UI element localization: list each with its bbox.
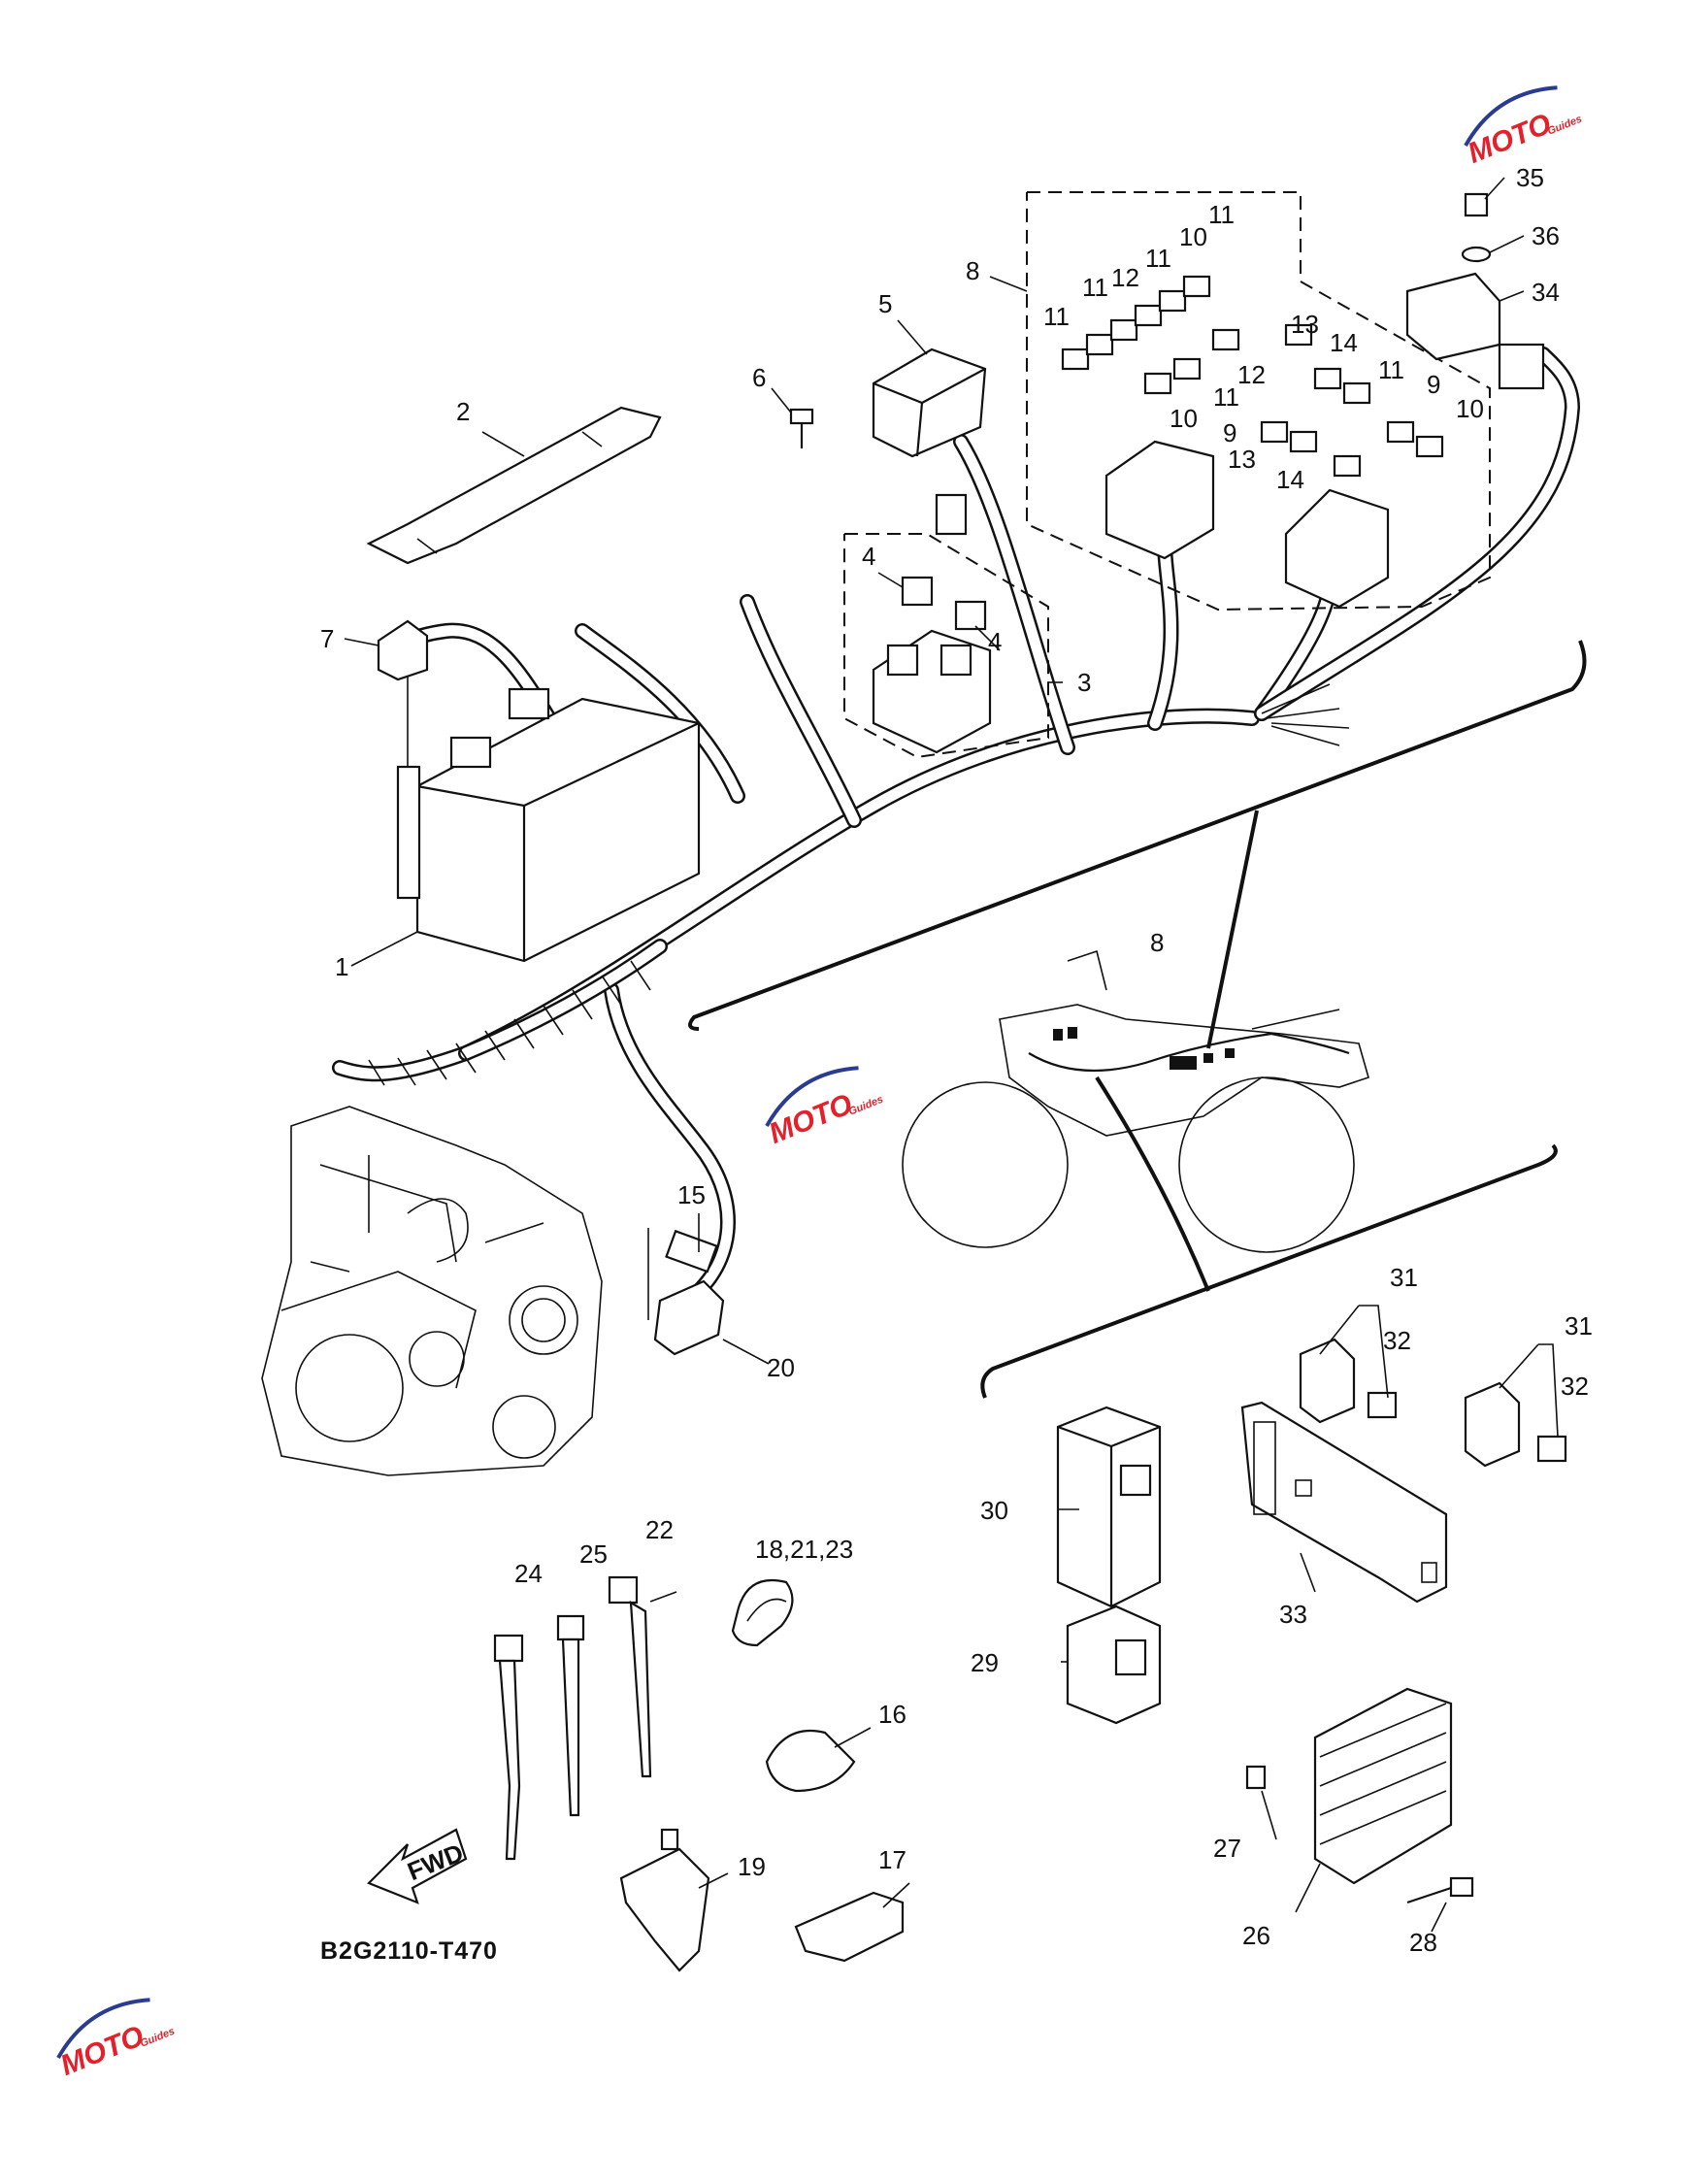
callout-30: 30: [980, 1496, 1008, 1525]
svg-text:MOTO: MOTO: [56, 2020, 148, 2082]
callout-34: 34: [1532, 278, 1560, 307]
marker-square: [1225, 1048, 1235, 1058]
callout-25: 25: [579, 1539, 608, 1569]
callout-32a: 32: [1383, 1326, 1411, 1355]
callout-12b: 12: [1237, 360, 1266, 389]
clamp-16: [765, 1729, 856, 1793]
rectifier-regulator-26: [1245, 1687, 1474, 1904]
wire-harness: [332, 347, 1581, 1299]
battery: [396, 641, 701, 963]
blade-fuses: [1061, 275, 1444, 478]
callout-17: 17: [878, 1845, 906, 1874]
callout-11d: 11: [1043, 302, 1070, 331]
marker-square: [1203, 1053, 1213, 1063]
callout-3: 3: [1077, 668, 1091, 697]
callout-31a: 31: [1390, 1263, 1418, 1292]
terminal-cap-7: [377, 619, 429, 681]
callout-14a: 14: [1330, 328, 1358, 357]
callout-27: 27: [1213, 1834, 1241, 1863]
callout-19: 19: [738, 1852, 766, 1881]
callout-11e: 11: [1213, 382, 1239, 412]
engine-sketch: [261, 1106, 603, 1476]
callout-11c: 11: [1082, 273, 1108, 302]
svg-text:MOTO: MOTO: [1464, 108, 1556, 170]
clamp-18-21-23: [731, 1578, 794, 1647]
callout-16: 16: [878, 1700, 906, 1729]
svg-text:Guides: Guides: [139, 2026, 177, 2050]
callout-22: 22: [645, 1515, 674, 1544]
callout-11a: 11: [1208, 200, 1235, 229]
cable-tie-22: [608, 1575, 652, 1778]
callout-24: 24: [514, 1559, 543, 1588]
callout-11b: 11: [1145, 244, 1171, 273]
watermark-middle: MOTO Guides: [765, 1066, 885, 1150]
callout-2: 2: [456, 397, 470, 426]
section-divider-bottom: [980, 1143, 1558, 1399]
battery-strap: [366, 406, 662, 565]
cable-tie-24: [493, 1634, 524, 1861]
relay-29: [1066, 1605, 1162, 1725]
watermark-top-right: MOTO Guides: [1464, 85, 1584, 170]
bolt-6: [789, 408, 814, 448]
callout-7: 7: [320, 624, 334, 653]
diagram-code: B2G2110-T470: [320, 1937, 498, 1965]
svg-text:Guides: Guides: [847, 1094, 885, 1118]
watermark-bottom-left: MOTO Guides: [56, 1998, 177, 2082]
cable-tie-25: [556, 1614, 585, 1817]
callout-10a: 10: [1179, 222, 1207, 251]
callout-4a: 4: [862, 542, 875, 571]
callout-13b: 13: [1228, 445, 1256, 474]
callout-15: 15: [677, 1180, 706, 1209]
callout-32b: 32: [1561, 1372, 1589, 1401]
leader-lines: [344, 177, 1559, 1933]
callout-5: 5: [878, 289, 892, 318]
callout-6: 6: [752, 363, 766, 392]
callout-18-21-23: 18,21,23: [755, 1535, 853, 1564]
callout-35: 35: [1516, 163, 1544, 192]
marker-square: [1170, 1056, 1197, 1070]
forward-arrow: FWD: [367, 1828, 468, 1904]
clamp-19: [619, 1828, 710, 1972]
callout-1: 1: [335, 952, 348, 981]
callouts: 1 2 3 4 4 5 6 7 8 8 9 9 10 10 10 11 11 1…: [320, 163, 1593, 1957]
callout-10b: 10: [1170, 404, 1198, 433]
callout-8a: 8: [966, 256, 979, 285]
sensor-20: [647, 1228, 725, 1356]
sensor-34: [1405, 192, 1545, 390]
callout-20: 20: [767, 1353, 795, 1382]
callout-36: 36: [1532, 221, 1560, 250]
callout-8b: 8: [1150, 928, 1164, 957]
marker-square: [1068, 1027, 1077, 1039]
section-divider-top: [688, 640, 1587, 1031]
starter-relay-group: [843, 533, 1049, 759]
callout-14b: 14: [1276, 465, 1304, 494]
motorcycle-silhouette: [902, 949, 1369, 1253]
marker-square: [1053, 1029, 1063, 1041]
relays-31: [1299, 1338, 1567, 1468]
callout-9b: 9: [1427, 370, 1440, 399]
leader-upper-inset: [1206, 810, 1259, 1049]
callout-4b: 4: [988, 627, 1002, 656]
callout-29: 29: [971, 1648, 999, 1677]
callout-26: 26: [1242, 1921, 1270, 1950]
svg-text:Guides: Guides: [1546, 114, 1584, 138]
callout-11f: 11: [1378, 355, 1404, 384]
clamp-17: [794, 1891, 905, 1963]
callout-12a: 12: [1111, 263, 1139, 292]
mounting-bracket-33: [1240, 1401, 1448, 1604]
callout-9a: 9: [1223, 418, 1236, 447]
leader-lower-inset: [1095, 1075, 1210, 1292]
svg-text:MOTO: MOTO: [765, 1088, 857, 1150]
relay-5: [872, 347, 987, 536]
control-unit-30: [1056, 1406, 1162, 1608]
callout-28: 28: [1409, 1928, 1437, 1957]
callout-31b: 31: [1565, 1311, 1593, 1340]
fuse-box-group: [1026, 191, 1491, 612]
callout-33: 33: [1279, 1600, 1307, 1629]
callout-13a: 13: [1291, 310, 1319, 339]
callout-10c: 10: [1456, 394, 1484, 423]
